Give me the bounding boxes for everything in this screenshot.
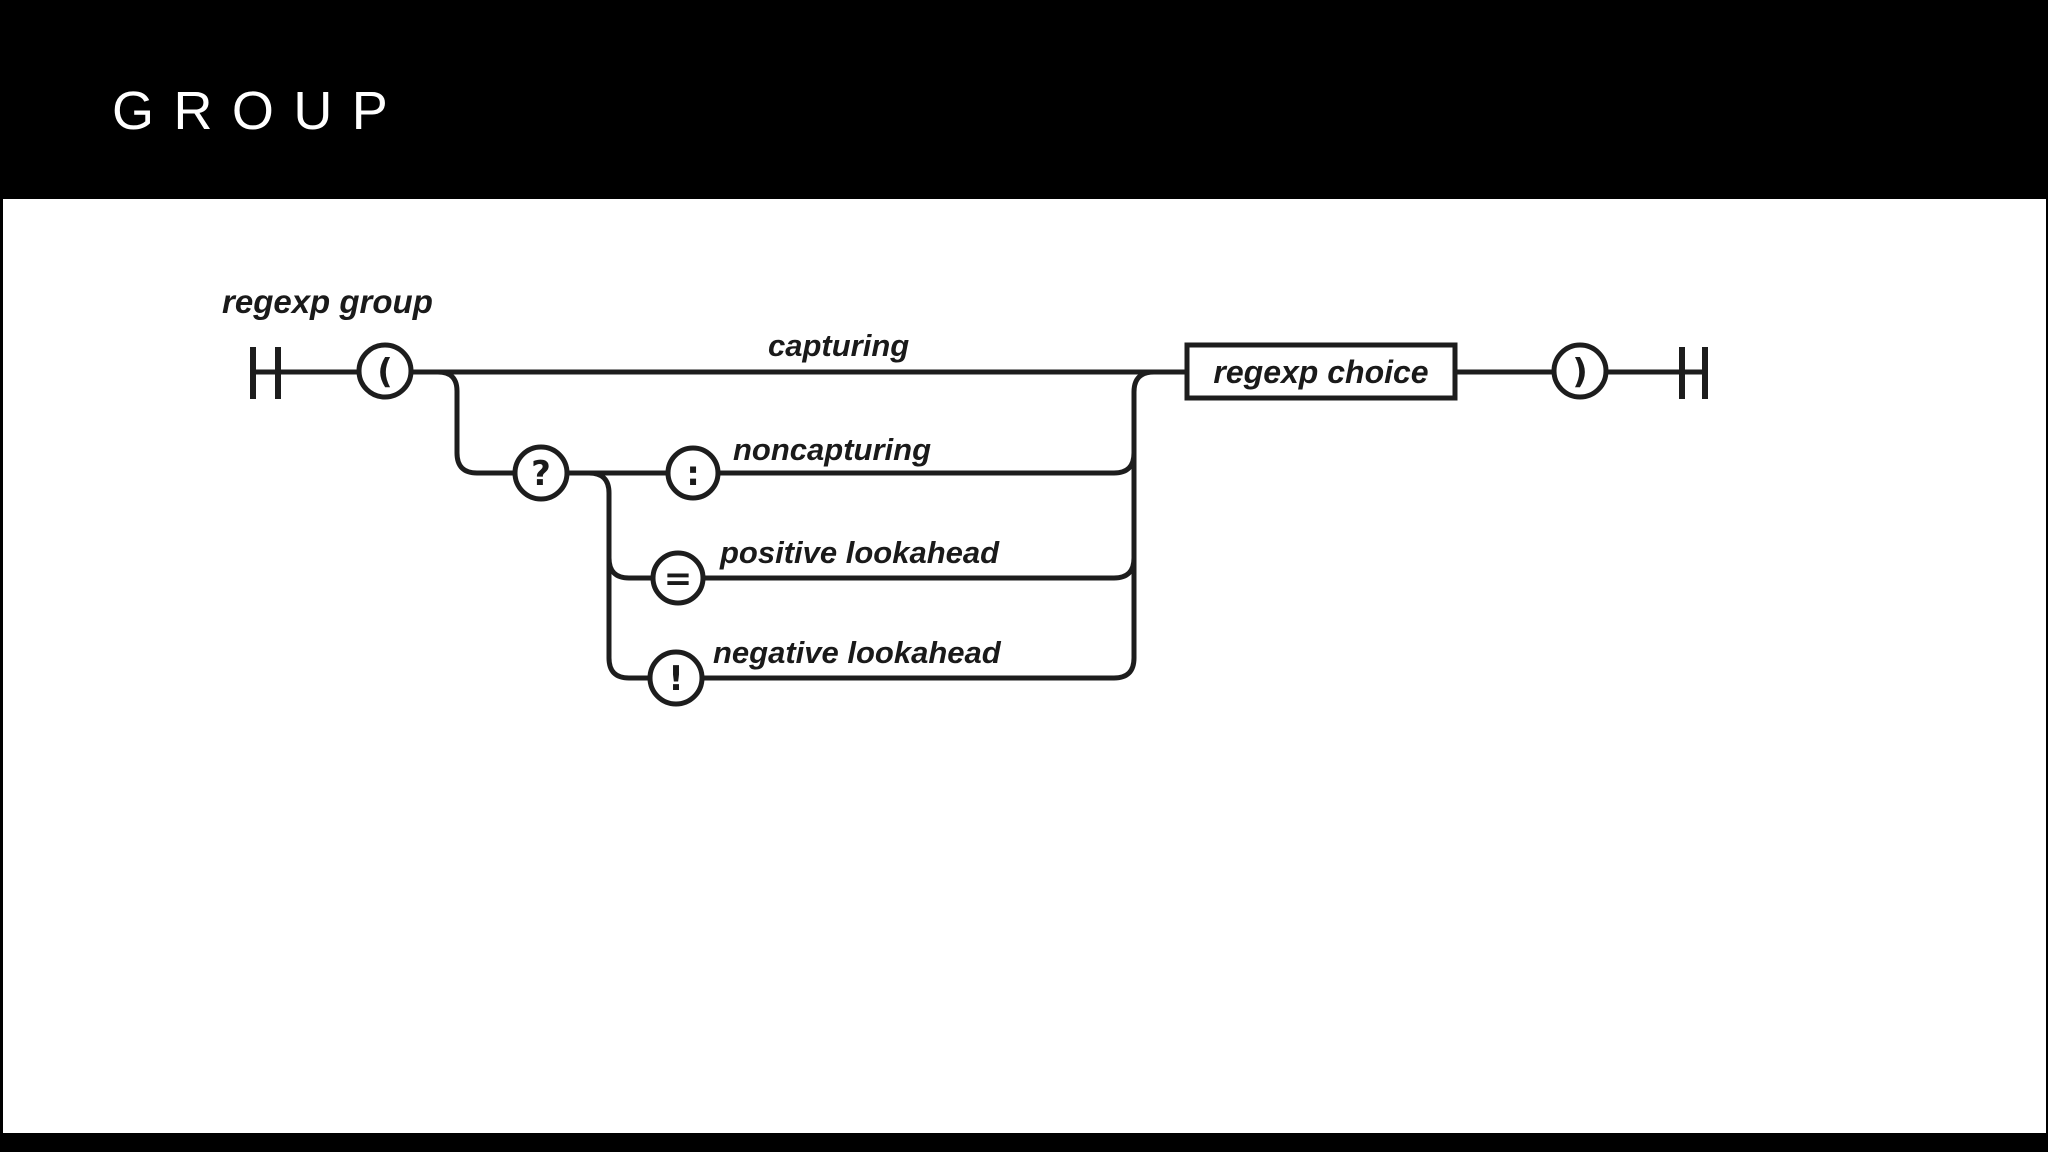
end-terminal-icon xyxy=(1679,347,1708,399)
close-paren-glyph: ) xyxy=(1572,352,1588,392)
open-paren-glyph: ( xyxy=(377,352,393,392)
question-mark-glyph: ? xyxy=(531,454,551,494)
capturing-label: capturing xyxy=(768,328,909,363)
positive-branch-rail xyxy=(606,557,653,581)
diagram-heading-label: regexp group xyxy=(222,283,433,320)
noncapturing-label: noncapturing xyxy=(733,432,931,467)
equals-glyph: = xyxy=(664,559,693,599)
negative-lookahead-label: negative lookahead xyxy=(713,635,1002,670)
lookahead-branch-rail xyxy=(588,470,650,681)
exclamation-glyph: ! xyxy=(668,659,684,699)
equals-node xyxy=(650,550,706,606)
question-mark-node xyxy=(512,444,570,502)
bottom-bar xyxy=(0,1133,2048,1152)
colon-glyph: : xyxy=(686,454,700,494)
positive-lookahead-label: positive lookahead xyxy=(719,535,1000,570)
regexp-choice-label: regexp choice xyxy=(1213,354,1428,390)
question-branch-rail xyxy=(437,369,515,476)
regexp-choice-box xyxy=(1184,342,1458,401)
exclamation-node xyxy=(647,649,705,707)
rejoin-rail xyxy=(1131,369,1187,658)
negative-rail-right xyxy=(702,657,1137,681)
open-paren-node xyxy=(356,342,414,400)
page-title: GROUP xyxy=(112,81,408,141)
slide-header: GROUP xyxy=(0,0,2048,199)
colon-node xyxy=(665,445,721,501)
close-paren-node xyxy=(1551,342,1609,400)
